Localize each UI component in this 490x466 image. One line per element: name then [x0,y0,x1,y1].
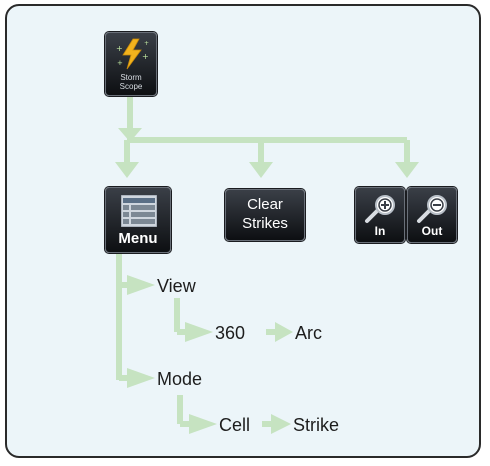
arrow-down [115,162,139,178]
stormscope-button[interactable]: + + + + Storm Scope [105,32,157,96]
zoom-out-icon [417,195,447,223]
lightning-bolt-icon: + + + + [116,38,149,70]
arrow-down [395,162,419,178]
flow-connectors [115,94,419,434]
arrow-right [127,368,155,388]
arrow-right [275,322,293,342]
view-option-arc: Arc [295,323,322,343]
arrow-right [189,414,217,434]
menu-item-view: View [157,276,196,296]
clear-strikes-button[interactable]: Clear Strikes [225,189,305,241]
menu-button[interactable]: Menu [105,187,171,253]
zoom-out-label: Out [421,224,443,238]
svg-text:+: + [144,40,149,47]
clear-strikes-label-line1: Clear [247,196,283,213]
arrow-right [127,275,155,295]
clear-strikes-label-line2: Strikes [242,215,288,232]
zoom-out-button[interactable]: Out [407,187,457,243]
mode-option-strike: Strike [293,415,340,435]
mode-option-cell: Cell [219,415,251,435]
arrow-right [271,414,291,434]
svg-text:+: + [142,52,149,61]
stormscope-label: Storm Scope [119,73,143,91]
list-menu-icon [121,195,157,227]
menu-item-mode: Mode [157,369,203,389]
diagram-frame: + + + + Storm Scope Menu Clear Strikes [5,4,481,458]
svg-text:+: + [116,44,123,53]
zoom-in-button[interactable]: In [355,187,405,243]
svg-text:+: + [117,59,123,67]
arrow-down [249,162,273,178]
menu-label: Menu [118,230,158,247]
arrow-down [118,128,142,142]
arrow-right [185,322,213,342]
zoom-in-label: In [374,224,386,238]
view-option-360: 360 [215,323,246,343]
zoom-in-icon [365,195,395,223]
